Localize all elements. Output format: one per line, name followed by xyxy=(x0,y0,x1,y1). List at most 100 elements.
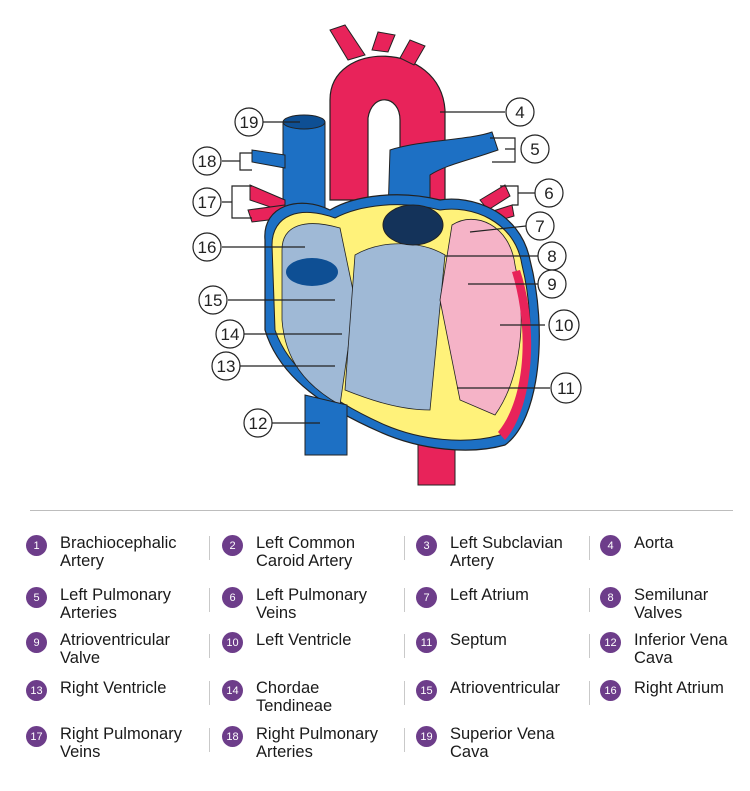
number-badge: 1 xyxy=(26,535,47,556)
legend-label: Semilunar Valves xyxy=(634,586,709,622)
legend-label: Chordae Tendineae xyxy=(256,679,333,715)
number-badge: 13 xyxy=(26,680,47,701)
svg-text:4: 4 xyxy=(515,103,524,122)
legend-item: 8 Semilunar Valves xyxy=(600,586,744,622)
callout-17: 17 xyxy=(192,187,222,217)
legend-label: Aorta xyxy=(634,534,674,552)
svg-text:18: 18 xyxy=(198,152,217,171)
number-badge: 7 xyxy=(416,587,437,608)
callout-19: 19 xyxy=(234,107,264,137)
svg-text:12: 12 xyxy=(249,414,268,433)
legend-item: 14 Chordae Tendineae xyxy=(222,679,396,715)
legend-label: Brachiocephalic Artery xyxy=(60,534,177,570)
column-separator xyxy=(589,588,590,612)
number-badge: 16 xyxy=(600,680,621,701)
svg-text:5: 5 xyxy=(530,140,539,159)
svg-text:14: 14 xyxy=(221,325,240,344)
legend-item: 5 Left Pulmonary Arteries xyxy=(26,586,200,622)
svg-text:15: 15 xyxy=(204,291,223,310)
column-separator xyxy=(209,588,210,612)
legend-label: Inferior Vena Cava xyxy=(634,631,728,667)
number-badge: 14 xyxy=(222,680,243,701)
legend-label: Left Atrium xyxy=(450,586,529,604)
legend-label: Left Ventricle xyxy=(256,631,352,649)
column-separator xyxy=(209,536,210,560)
legend-item: 12 Inferior Vena Cava xyxy=(600,631,744,667)
legend-label: Left Common Caroid Artery xyxy=(256,534,356,570)
column-separator xyxy=(404,681,405,705)
legend-item: 18 Right Pulmonary Arteries xyxy=(222,725,396,761)
legend-label: Right Pulmonary Arteries xyxy=(256,725,378,761)
legend-item: 9 Atrioventricular Valve xyxy=(26,631,200,667)
callout-4: 4 xyxy=(505,97,535,127)
callout-16: 16 xyxy=(192,232,222,262)
legend-item: 15 Atrioventricular xyxy=(416,679,590,701)
callout-13: 13 xyxy=(211,351,241,381)
legend-item: 19 Superior Vena Cava xyxy=(416,725,590,761)
column-separator xyxy=(404,588,405,612)
heart-body xyxy=(264,194,540,451)
number-badge: 12 xyxy=(600,632,621,653)
column-separator xyxy=(209,728,210,752)
legend-label: Atrioventricular xyxy=(450,679,561,697)
legend-item: 16 Right Atrium xyxy=(600,679,746,701)
callout-12: 12 xyxy=(243,408,273,438)
legend-label: Superior Vena Cava xyxy=(450,725,555,761)
callout-5: 5 xyxy=(520,134,550,164)
legend-item: 4 Aorta xyxy=(600,534,744,556)
leader-lines xyxy=(222,111,550,424)
legend-item: 7 Left Atrium xyxy=(416,586,590,608)
svg-text:6: 6 xyxy=(544,184,553,203)
svg-text:11: 11 xyxy=(557,379,575,398)
legend-item: 10 Left Ventricle xyxy=(222,631,396,653)
legend-item: 3 Left Subclavian Artery xyxy=(416,534,590,570)
number-badge: 19 xyxy=(416,726,437,747)
callout-markers: 19 18 17 16 15 14 13 12 4 5 6 7 8 9 10 1… xyxy=(192,97,582,438)
number-badge: 5 xyxy=(26,587,47,608)
column-separator xyxy=(589,536,590,560)
svg-text:17: 17 xyxy=(198,193,217,212)
legend-label: Right Ventricle xyxy=(60,679,167,697)
number-badge: 8 xyxy=(600,587,621,608)
number-badge: 11 xyxy=(416,632,437,653)
column-separator xyxy=(589,681,590,705)
legend-label: Right Pulmonary Veins xyxy=(60,725,182,761)
legend-label: Left Pulmonary Veins xyxy=(256,586,367,622)
pulmonary-artery xyxy=(251,131,499,216)
column-separator xyxy=(589,634,590,658)
column-separator xyxy=(404,728,405,752)
svg-text:8: 8 xyxy=(547,247,556,266)
legend-label: Right Atrium xyxy=(634,679,724,697)
number-badge: 2 xyxy=(222,535,243,556)
legend-item: 1 Brachiocephalic Artery xyxy=(26,534,200,570)
callout-14: 14 xyxy=(215,319,245,349)
svg-text:9: 9 xyxy=(547,275,556,294)
column-separator xyxy=(209,634,210,658)
legend-divider xyxy=(30,510,733,511)
column-separator xyxy=(404,536,405,560)
number-badge: 17 xyxy=(26,726,47,747)
legend-label: Septum xyxy=(450,631,507,649)
callout-15: 15 xyxy=(198,285,228,315)
number-badge: 15 xyxy=(416,680,437,701)
number-badge: 18 xyxy=(222,726,243,747)
inferior-vena-cava xyxy=(304,394,348,456)
column-separator xyxy=(404,634,405,658)
legend-label: Left Subclavian Artery xyxy=(450,534,563,570)
legend-item: 2 Left Common Caroid Artery xyxy=(222,534,396,570)
legend-item: 17 Right Pulmonary Veins xyxy=(26,725,200,761)
legend-item: 6 Left Pulmonary Veins xyxy=(222,586,396,622)
legend-item: 11 Septum xyxy=(416,631,590,653)
callout-18: 18 xyxy=(192,146,222,176)
callout-10: 10 xyxy=(548,309,580,341)
svg-text:16: 16 xyxy=(198,238,217,257)
callout-7: 7 xyxy=(525,211,555,241)
legend: 1 Brachiocephalic Artery 2 Left Common C… xyxy=(24,530,740,785)
svg-text:13: 13 xyxy=(217,357,236,376)
callout-8: 8 xyxy=(537,241,567,271)
number-badge: 9 xyxy=(26,632,47,653)
number-badge: 10 xyxy=(222,632,243,653)
legend-item: 13 Right Ventricle xyxy=(26,679,200,701)
number-badge: 6 xyxy=(222,587,243,608)
callout-11: 11 xyxy=(550,372,582,404)
